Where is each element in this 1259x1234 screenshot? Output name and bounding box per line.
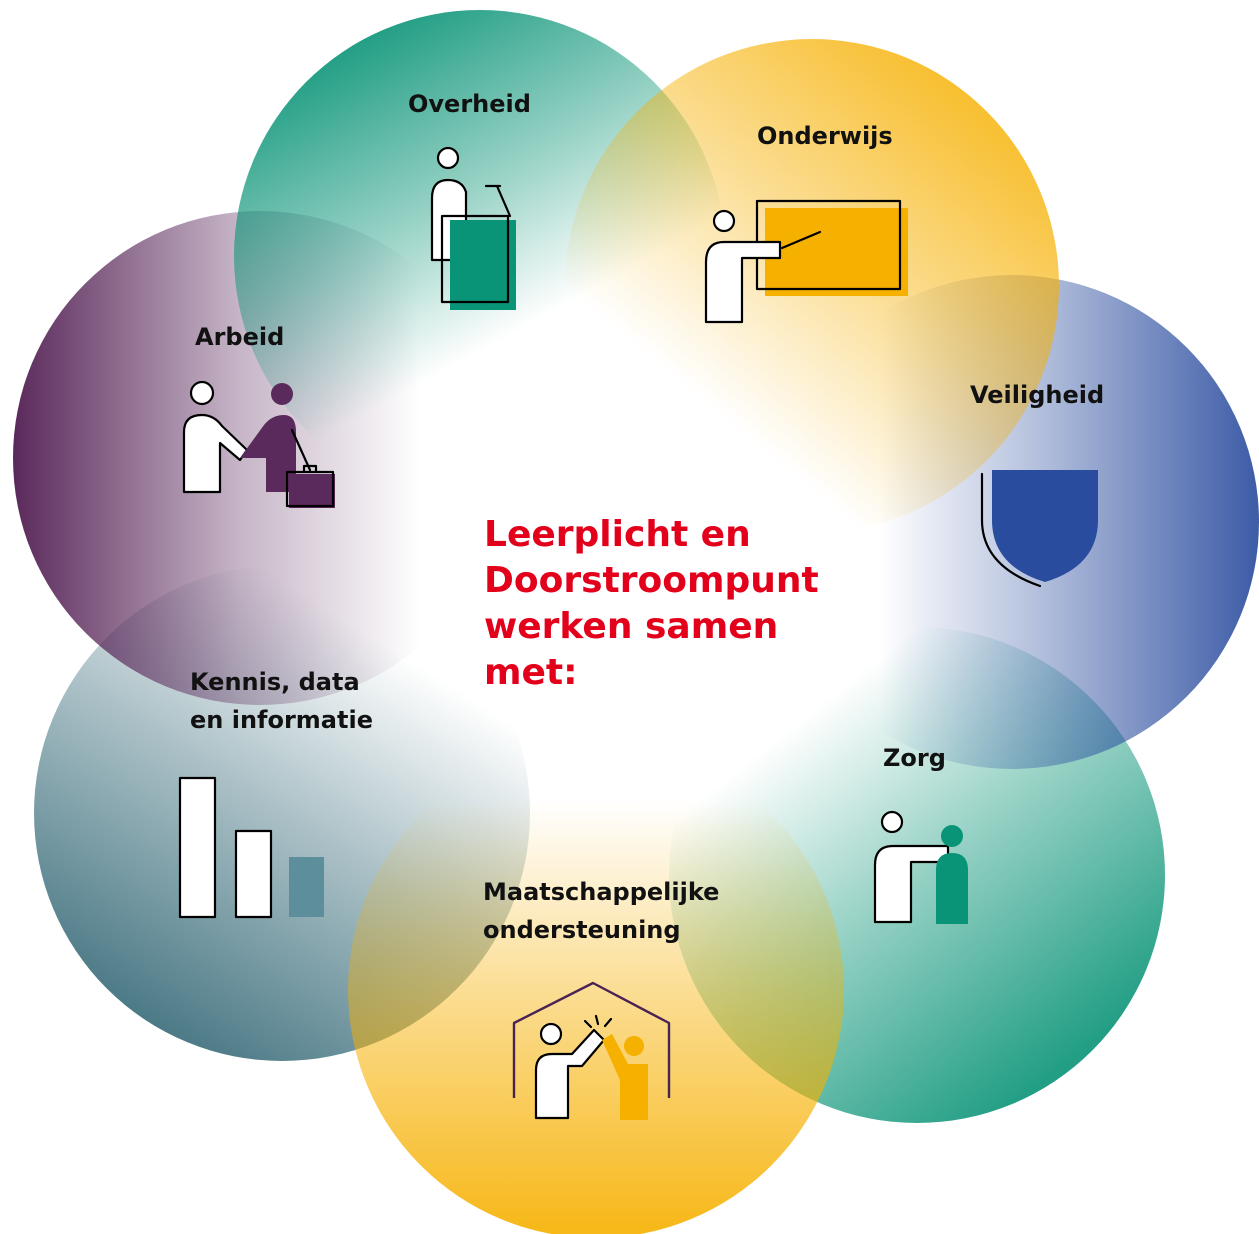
center-title-line-1: Leerplicht en <box>484 514 751 555</box>
label-kennis-line-2: en informatie <box>190 706 373 734</box>
handshake-icon <box>182 380 335 508</box>
petal-maatschappelijke <box>348 742 844 1234</box>
label-arbeid-line: Arbeid <box>195 323 285 351</box>
bar-chart-icon <box>178 776 324 919</box>
speaker-at-podium-icon <box>430 146 516 310</box>
label-arbeid: Arbeid <box>195 319 284 355</box>
center-title-line-3: werken samen <box>484 606 779 647</box>
teacher-at-board-icon <box>704 199 908 324</box>
caregiver-icon <box>873 810 968 924</box>
label-maatschappelijke-line-2: ondersteuning <box>483 916 681 944</box>
label-maatschappelijke-line-1: Maatschappelijke <box>483 878 720 906</box>
shield-icon <box>980 470 1098 588</box>
label-kennis: Kennis, data en informatie <box>190 663 373 739</box>
center-title-line-4: met: <box>484 652 578 693</box>
label-kennis-line-1: Kennis, data <box>190 668 360 696</box>
label-veiligheid-line: Veiligheid <box>970 381 1105 409</box>
label-overheid-line: Overheid <box>408 90 531 118</box>
label-veiligheid: Veiligheid <box>970 377 1104 413</box>
label-zorg-line: Zorg <box>883 744 946 772</box>
center-title-line-2: Doorstroompunt <box>484 560 819 601</box>
center-title: Leerplicht en Doorstroompunt werken same… <box>484 512 864 696</box>
label-overheid: Overheid <box>408 86 531 122</box>
label-zorg: Zorg <box>883 740 946 776</box>
label-onderwijs-line: Onderwijs <box>757 122 893 150</box>
label-onderwijs: Onderwijs <box>757 118 893 154</box>
high-five-house-icon <box>512 981 671 1120</box>
label-maatschappelijke: Maatschappelijke ondersteuning <box>483 873 719 949</box>
